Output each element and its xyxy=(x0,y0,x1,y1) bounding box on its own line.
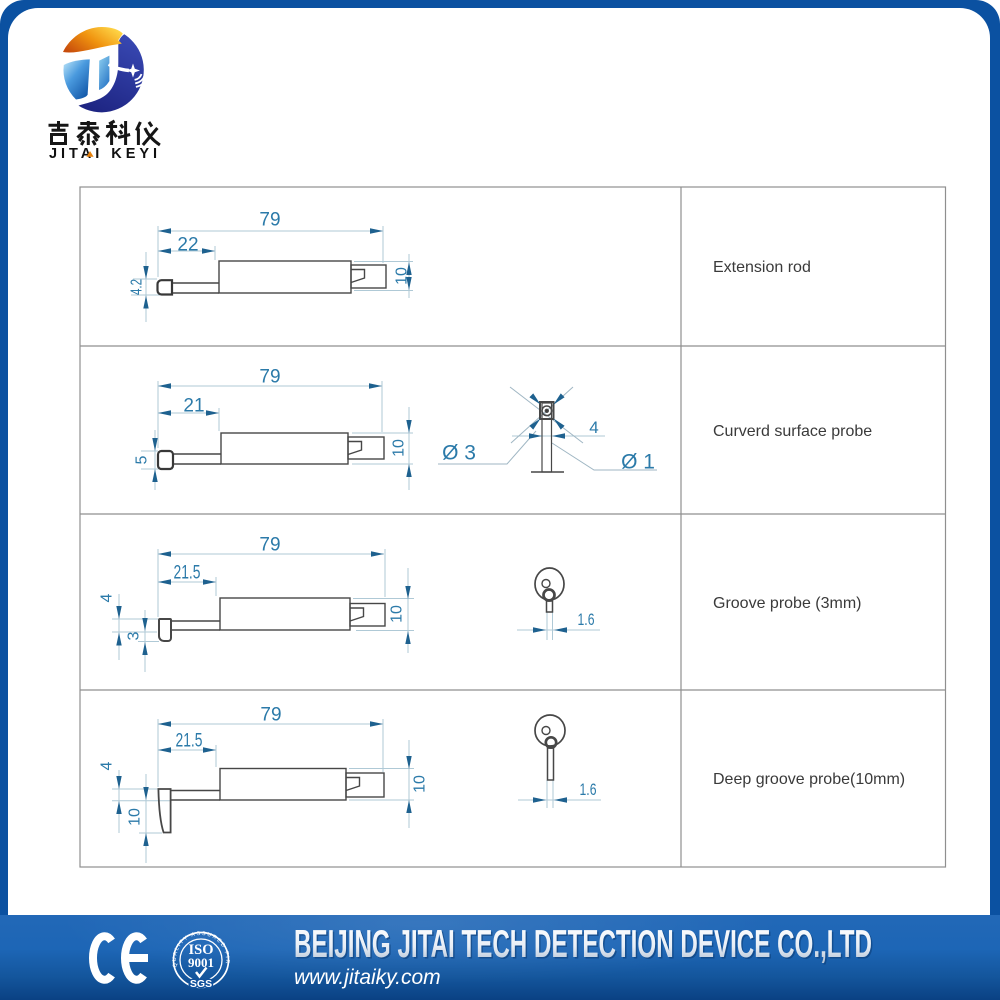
svg-text:3: 3 xyxy=(126,631,143,640)
svg-text:10: 10 xyxy=(391,439,408,457)
svg-text:10: 10 xyxy=(394,267,411,285)
svg-text:SGS: SGS xyxy=(190,978,212,990)
svg-text:4: 4 xyxy=(99,761,116,770)
svg-text:21: 21 xyxy=(183,396,204,417)
svg-text:21.5: 21.5 xyxy=(174,563,201,584)
svg-text:BEIJING JITAI TECH DETECTION D: BEIJING JITAI TECH DETECTION DEVICE CO.,… xyxy=(296,925,874,968)
svg-text:BEIJING JITAI TECH DETECTION D: BEIJING JITAI TECH DETECTION DEVICE CO.,… xyxy=(294,923,872,966)
svg-text:79: 79 xyxy=(259,210,280,231)
svg-text:10: 10 xyxy=(389,605,406,623)
svg-text:Ø 3: Ø 3 xyxy=(442,441,476,464)
svg-text:4: 4 xyxy=(99,593,116,602)
svg-text:ISO: ISO xyxy=(189,942,214,958)
svg-text:1.6: 1.6 xyxy=(578,610,595,629)
svg-text:Deep groove probe(10mm): Deep groove probe(10mm) xyxy=(713,771,905,788)
svg-text:www.jitaiky.com: www.jitaiky.com xyxy=(294,966,441,989)
svg-text:Groove probe (3mm): Groove probe (3mm) xyxy=(713,595,862,612)
svg-text:9001: 9001 xyxy=(188,955,214,970)
svg-text:4.2: 4.2 xyxy=(129,279,146,295)
svg-text:1.6: 1.6 xyxy=(580,780,597,799)
svg-text:Curverd surface probe: Curverd surface probe xyxy=(713,423,872,440)
svg-text:22: 22 xyxy=(177,235,198,256)
svg-text:5: 5 xyxy=(134,455,151,464)
svg-text:79: 79 xyxy=(259,535,280,556)
svg-text:79: 79 xyxy=(259,367,280,388)
svg-text:79: 79 xyxy=(260,705,281,726)
svg-text:Ø 1: Ø 1 xyxy=(621,450,655,473)
svg-text:10: 10 xyxy=(412,775,429,793)
svg-text:10: 10 xyxy=(127,808,144,826)
svg-text:21.5: 21.5 xyxy=(176,731,203,752)
svg-text:4: 4 xyxy=(589,418,598,437)
svg-text:JITAI KEYI: JITAI KEYI xyxy=(49,146,159,162)
svg-text:Extension rod: Extension rod xyxy=(713,259,811,276)
